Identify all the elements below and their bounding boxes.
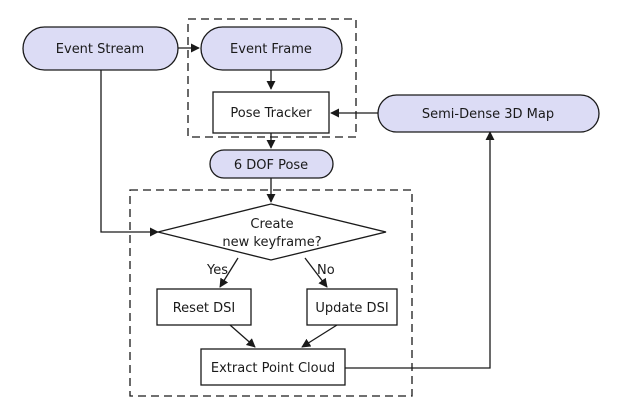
edge-update-to-extract [301,324,338,348]
node-extract-point-cloud: Extract Point Cloud [200,348,346,386]
edge-extract-to-map [345,131,495,369]
svg-text:Event Frame: Event Frame [230,42,312,57]
svg-text:Pose Tracker: Pose Tracker [230,106,312,121]
svg-text:Extract Point Cloud: Extract Point Cloud [211,361,335,376]
svg-text:Reset DSI: Reset DSI [173,301,236,316]
svg-text:Create: Create [250,217,293,232]
mapping-group [129,189,413,397]
tracking-group [187,18,357,138]
svg-text:Event Stream: Event Stream [56,42,144,57]
edge-label-yes: Yes [206,263,228,278]
edge-label-no: No [317,263,335,278]
node-semi-dense-map: Semi-Dense 3D Map [377,94,600,133]
node-event-stream: Event Stream [22,26,179,71]
node-dof-pose: 6 DOF Pose [209,149,334,179]
node-reset-dsi: Reset DSI [156,288,252,326]
edge-decision-to-reset [219,257,239,288]
node-pose-tracker: Pose Tracker [212,91,330,134]
edge-stream-to-decision [100,70,159,237]
svg-text:Semi-Dense 3D Map: Semi-Dense 3D Map [422,107,554,122]
svg-text:new keyframe?: new keyframe? [222,235,321,250]
svg-text:Update DSI: Update DSI [315,301,388,316]
edge-reset-to-extract [229,324,256,348]
edge-decision-to-update [304,257,328,288]
node-create-keyframe: Create new keyframe? [157,203,387,261]
svg-text:6 DOF Pose: 6 DOF Pose [234,158,308,173]
node-update-dsi: Update DSI [306,288,398,326]
node-event-frame: Event Frame [200,26,343,71]
